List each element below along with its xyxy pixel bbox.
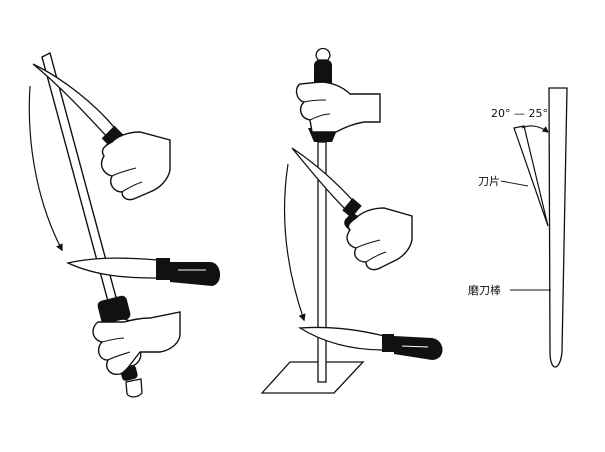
- knife-bottom-position: [66, 257, 221, 286]
- knife-lower-position: [297, 326, 443, 360]
- rod-tip: [315, 47, 331, 61]
- rod-side-view: [548, 87, 568, 368]
- panel-freehand-honing: [28, 51, 221, 398]
- motion-arrow-left: [28, 85, 63, 252]
- blade-leader-line: [500, 180, 529, 187]
- motion-arrow-middle: [283, 163, 306, 322]
- panel-angle-detail: [500, 87, 568, 368]
- blade-label: 刀片: [478, 175, 500, 188]
- hand-middle: [346, 207, 413, 271]
- rod-label: 磨刀棒: [468, 284, 501, 297]
- angle-label: 20° — 25°: [491, 107, 548, 120]
- hand-upper: [100, 131, 171, 201]
- hand-lower: [92, 311, 181, 375]
- base-plate: [260, 361, 365, 394]
- blade-side-view: [513, 125, 549, 227]
- panel-vertical-honing: [260, 47, 443, 394]
- angle-arc: [521, 125, 550, 133]
- hand-top: [295, 81, 381, 133]
